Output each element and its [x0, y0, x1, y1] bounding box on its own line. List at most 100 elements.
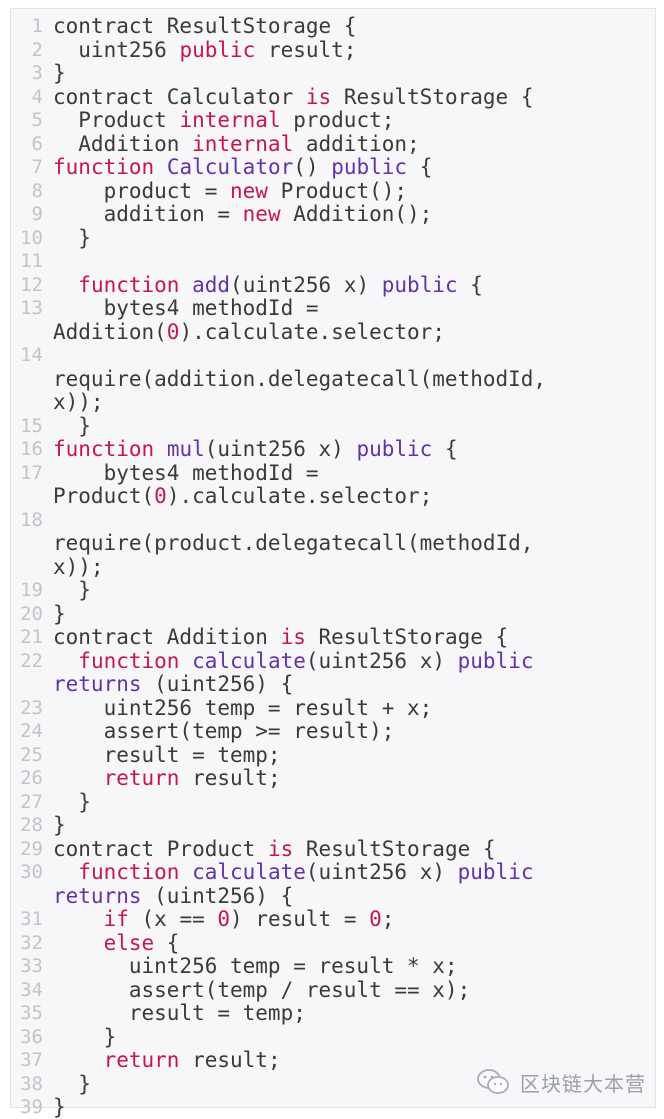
code-text: function calculate(uint256 x) public — [53, 861, 533, 884]
code-text: } — [53, 1071, 91, 1096]
code-token: contract Calculator — [53, 84, 306, 109]
code-token: { — [457, 272, 483, 297]
code-token: result = temp; — [53, 1001, 306, 1025]
line-number: 18 — [20, 508, 43, 531]
code-token: function — [53, 437, 155, 461]
code-token: } — [53, 789, 91, 814]
code-text: function add(uint256 x) public { — [53, 272, 483, 297]
line-number: 35 — [20, 1002, 43, 1024]
code-token: function — [78, 272, 180, 297]
code-text: } — [53, 814, 66, 837]
code-token: { — [432, 437, 458, 461]
code-token: 0 — [217, 907, 231, 931]
code-text: returns (uint256) { — [53, 673, 293, 696]
code-token: public — [331, 155, 408, 179]
code-line: returns (uint256) { — [11, 884, 655, 908]
code-token: new — [230, 178, 268, 203]
code-line: 35 result = temp; — [11, 1002, 655, 1025]
line-number: 28 — [20, 814, 43, 836]
code-text: bytes4 methodId = — [53, 297, 319, 320]
code-token: uint256 temp = result * x; — [53, 954, 458, 978]
line-number: 37 — [20, 1049, 43, 1071]
line-number: 8 — [31, 179, 43, 202]
code-token: 0 — [154, 484, 167, 508]
code-token: function — [53, 155, 155, 179]
code-text: product = new Product(); — [53, 178, 407, 203]
code-token: calculate — [192, 860, 306, 884]
code-token: x)); — [53, 390, 104, 414]
code-token — [154, 155, 167, 179]
code-text: return result; — [53, 1049, 281, 1072]
code-token: } — [53, 1071, 91, 1096]
code-token: require(addition.delegatecall(methodId, — [53, 366, 547, 391]
code-token: } — [53, 225, 91, 250]
code-token: mul — [166, 437, 205, 461]
code-token: { — [154, 930, 180, 955]
code-line: require(addition.delegatecall(methodId, — [11, 366, 655, 391]
code-text: contract Addition is ResultStorage { — [53, 626, 508, 649]
line-number: 22 — [20, 649, 43, 672]
code-token: Addition( — [53, 319, 167, 344]
code-token: contract Product — [53, 836, 268, 861]
code-text: if (x == 0) result = 0; — [53, 907, 395, 931]
code-line: 20} — [11, 602, 655, 626]
code-token: result; — [255, 37, 357, 62]
line-number: 27 — [20, 790, 43, 813]
line-number: 36 — [20, 1025, 43, 1048]
code-token: () — [293, 155, 332, 179]
line-number: 30 — [20, 861, 43, 883]
code-text: assert(temp / result == x); — [53, 977, 471, 1002]
code-line: 36 } — [11, 1025, 655, 1049]
code-token: } — [53, 578, 91, 602]
code-line: 24 assert(temp >= result); — [11, 720, 655, 743]
code-token: uint256 temp = result + x; — [53, 695, 433, 720]
line-number: 32 — [20, 931, 43, 954]
code-line: 34 assert(temp / result == x); — [11, 977, 655, 1002]
code-token: is — [280, 625, 306, 649]
code-token: Product( — [53, 484, 155, 508]
code-text: } — [53, 1096, 66, 1119]
code-token: if — [103, 907, 129, 931]
code-line: 28} — [11, 814, 655, 837]
code-token — [53, 907, 104, 931]
code-text: Product(0).calculate.selector; — [53, 485, 432, 508]
code-text: uint256 temp = result + x; — [53, 695, 433, 720]
code-line: 8 product = new Product(); — [11, 178, 655, 203]
code-token: is — [267, 836, 294, 861]
code-line: 18 — [11, 509, 655, 532]
code-token: returns — [53, 672, 142, 696]
code-token: ResultStorage { — [305, 625, 509, 649]
code-text: else { — [53, 930, 180, 955]
code-text: contract Calculator is ResultStorage { — [53, 84, 533, 109]
code-token: bytes4 methodId = — [53, 460, 319, 485]
code-token: assert(temp / result == x); — [53, 977, 471, 1002]
code-token: function — [78, 648, 180, 673]
code-token: result; — [179, 1048, 281, 1072]
line-number: 20 — [20, 602, 43, 625]
code-text: } — [53, 602, 66, 626]
code-token: bytes4 methodId = — [53, 296, 319, 320]
code-token: contract ResultStorage { — [53, 14, 357, 38]
code-token — [53, 860, 78, 884]
line-number: 39 — [20, 1096, 43, 1118]
code-line: 38 } — [11, 1071, 655, 1096]
code-line: 39} — [11, 1096, 655, 1119]
code-token: uint256 — [53, 37, 180, 62]
code-token: ).calculate.selector; — [166, 484, 433, 508]
line-number: 2 — [31, 38, 43, 61]
code-text: result = temp; — [53, 1002, 306, 1025]
code-token: 0 — [166, 319, 180, 344]
line-number: 34 — [20, 978, 43, 1001]
code-line: Addition(0).calculate.selector; — [11, 319, 655, 344]
line-number: 12 — [20, 273, 43, 296]
code-text: function Calculator() public { — [53, 156, 432, 179]
code-token: { — [407, 155, 433, 179]
code-text: Addition internal addition; — [53, 132, 419, 156]
line-number: 38 — [20, 1072, 43, 1095]
line-number: 21 — [20, 626, 43, 648]
code-text: } — [53, 225, 91, 250]
code-text: return result; — [53, 767, 281, 790]
code-text: } — [53, 579, 91, 602]
